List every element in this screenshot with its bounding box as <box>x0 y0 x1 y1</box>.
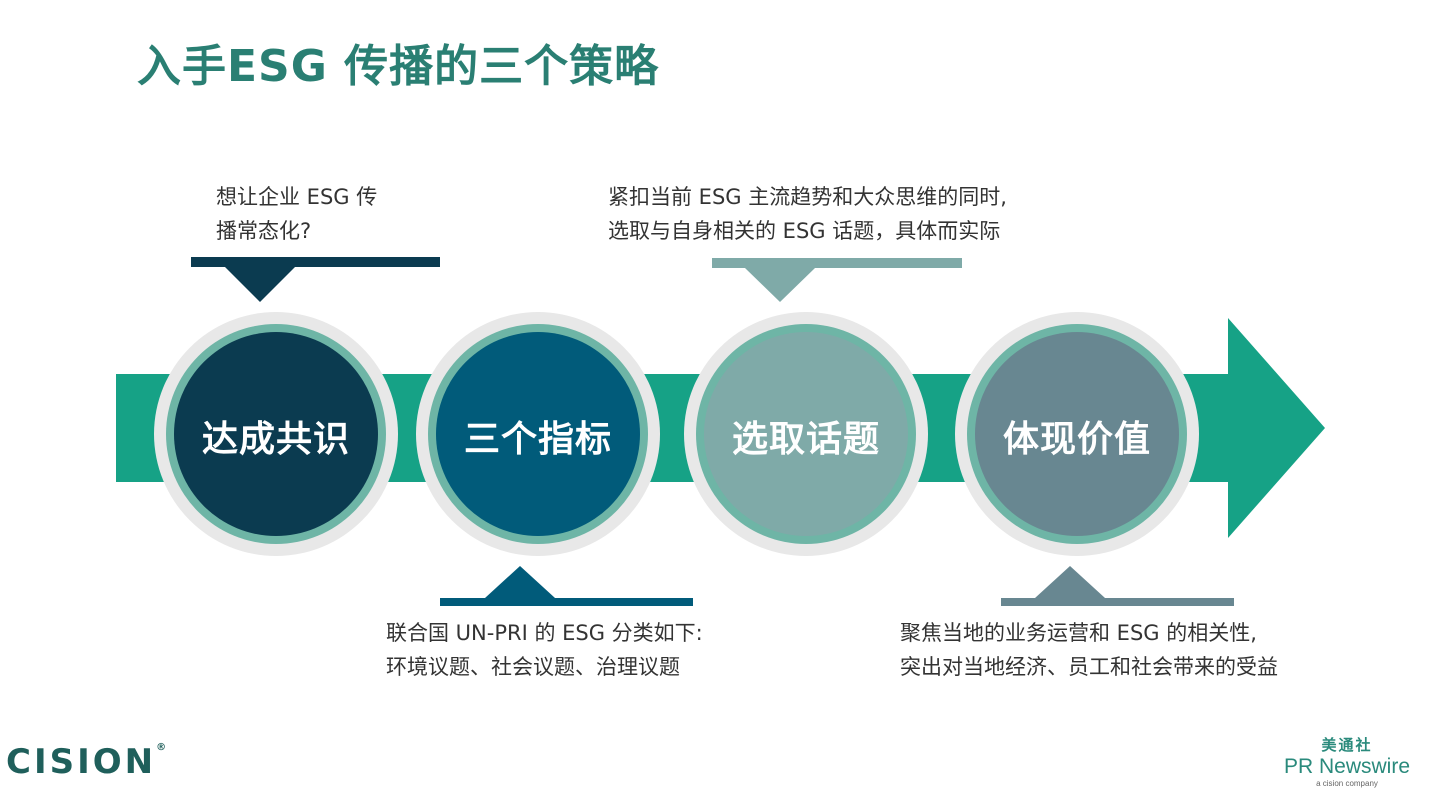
prnewswire-logo-sub: a cision company <box>1316 779 1378 788</box>
callout-1-pointer <box>191 257 440 302</box>
cision-logo-mark: ® <box>156 742 167 753</box>
callout-2-line-2: 环境议题、社会议题、治理议题 <box>386 655 680 679</box>
step-3 <box>684 312 928 556</box>
callout-3-line-1: 紧扣当前 ESG 主流趋势和大众思维的同时, <box>608 185 1007 209</box>
callout-3-pointer <box>712 258 962 302</box>
step-4 <box>955 312 1199 556</box>
callout-4: 聚焦当地的业务运营和 ESG 的相关性, 突出对当地经济、员工和社会带来的受益 <box>900 616 1278 684</box>
step-2-circle <box>436 332 640 536</box>
step-3-circle <box>704 332 908 536</box>
page-title: 入手ESG 传播的三个策略 <box>137 41 660 92</box>
step-4-label: 体现价值 <box>1002 419 1151 460</box>
callout-1-line-1: 想让企业 ESG 传 <box>216 185 378 209</box>
callout-4-line-1: 聚焦当地的业务运营和 ESG 的相关性, <box>900 621 1257 645</box>
callout-2-pointer <box>440 566 693 606</box>
step-1-circle <box>174 332 378 536</box>
step-4-circle <box>975 332 1179 536</box>
prnewswire-logo-cn: 美通社 <box>1321 736 1373 754</box>
step-1 <box>154 312 398 556</box>
callout-4-pointer <box>1001 566 1234 606</box>
step-2 <box>416 312 660 556</box>
prnewswire-logo-en: PR Newswire <box>1283 755 1411 778</box>
cision-logo: CISION® <box>6 742 166 782</box>
callout-2-line-1: 联合国 UN-PRI 的 ESG 分类如下: <box>386 621 703 645</box>
callout-3: 紧扣当前 ESG 主流趋势和大众思维的同时, 选取与自身相关的 ESG 话题，具… <box>608 180 1007 248</box>
cision-logo-text: CISION <box>6 742 157 782</box>
step-1-label: 达成共识 <box>201 419 350 460</box>
step-3-label: 选取话题 <box>731 419 880 460</box>
callout-1: 想让企业 ESG 传 播常态化? <box>216 180 377 248</box>
callout-4-line-2: 突出对当地经济、员工和社会带来的受益 <box>900 655 1278 679</box>
step-2-label: 三个指标 <box>463 419 612 460</box>
callout-1-line-2: 播常态化? <box>216 219 312 243</box>
callout-2: 联合国 UN-PRI 的 ESG 分类如下: 环境议题、社会议题、治理议题 <box>386 616 703 684</box>
prnewswire-logo: 美通社 PR Newswire a cision company <box>1282 734 1412 788</box>
callout-3-line-2: 选取与自身相关的 ESG 话题，具体而实际 <box>608 219 1001 243</box>
